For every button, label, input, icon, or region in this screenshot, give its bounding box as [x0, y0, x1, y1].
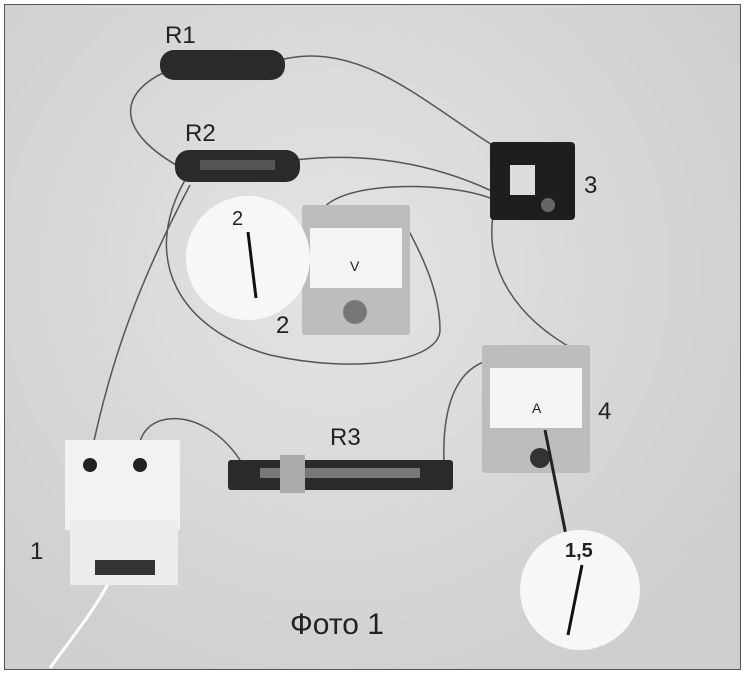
- wires: [48, 55, 576, 669]
- label-r3: R3: [330, 424, 361, 451]
- pointer-arrow: [543, 429, 568, 536]
- ammeter-dial-value: 1,5: [565, 540, 593, 562]
- voltmeter: [302, 205, 410, 335]
- label-voltmeter: 2: [276, 312, 290, 339]
- rheostat-r3: [228, 455, 453, 493]
- label-r1: R1: [165, 22, 196, 49]
- power-supply: [65, 440, 180, 585]
- ammeter-dial-zoom: [520, 530, 640, 650]
- label-r2: R2: [185, 120, 216, 147]
- label-power-supply: 1: [30, 538, 44, 565]
- resistor-r1: [160, 50, 285, 80]
- photo-caption: Фото 1: [290, 608, 384, 641]
- label-ammeter: 4: [598, 398, 612, 425]
- resistor-r2: [175, 150, 300, 182]
- switch-3: [490, 142, 575, 220]
- voltmeter-dial-zoom: [186, 196, 310, 320]
- voltmeter-dial-value: 2: [232, 208, 244, 230]
- label-switch: 3: [584, 172, 598, 199]
- voltmeter-unit: V: [350, 258, 360, 274]
- ammeter: [482, 345, 590, 473]
- ammeter-unit: A: [532, 400, 542, 416]
